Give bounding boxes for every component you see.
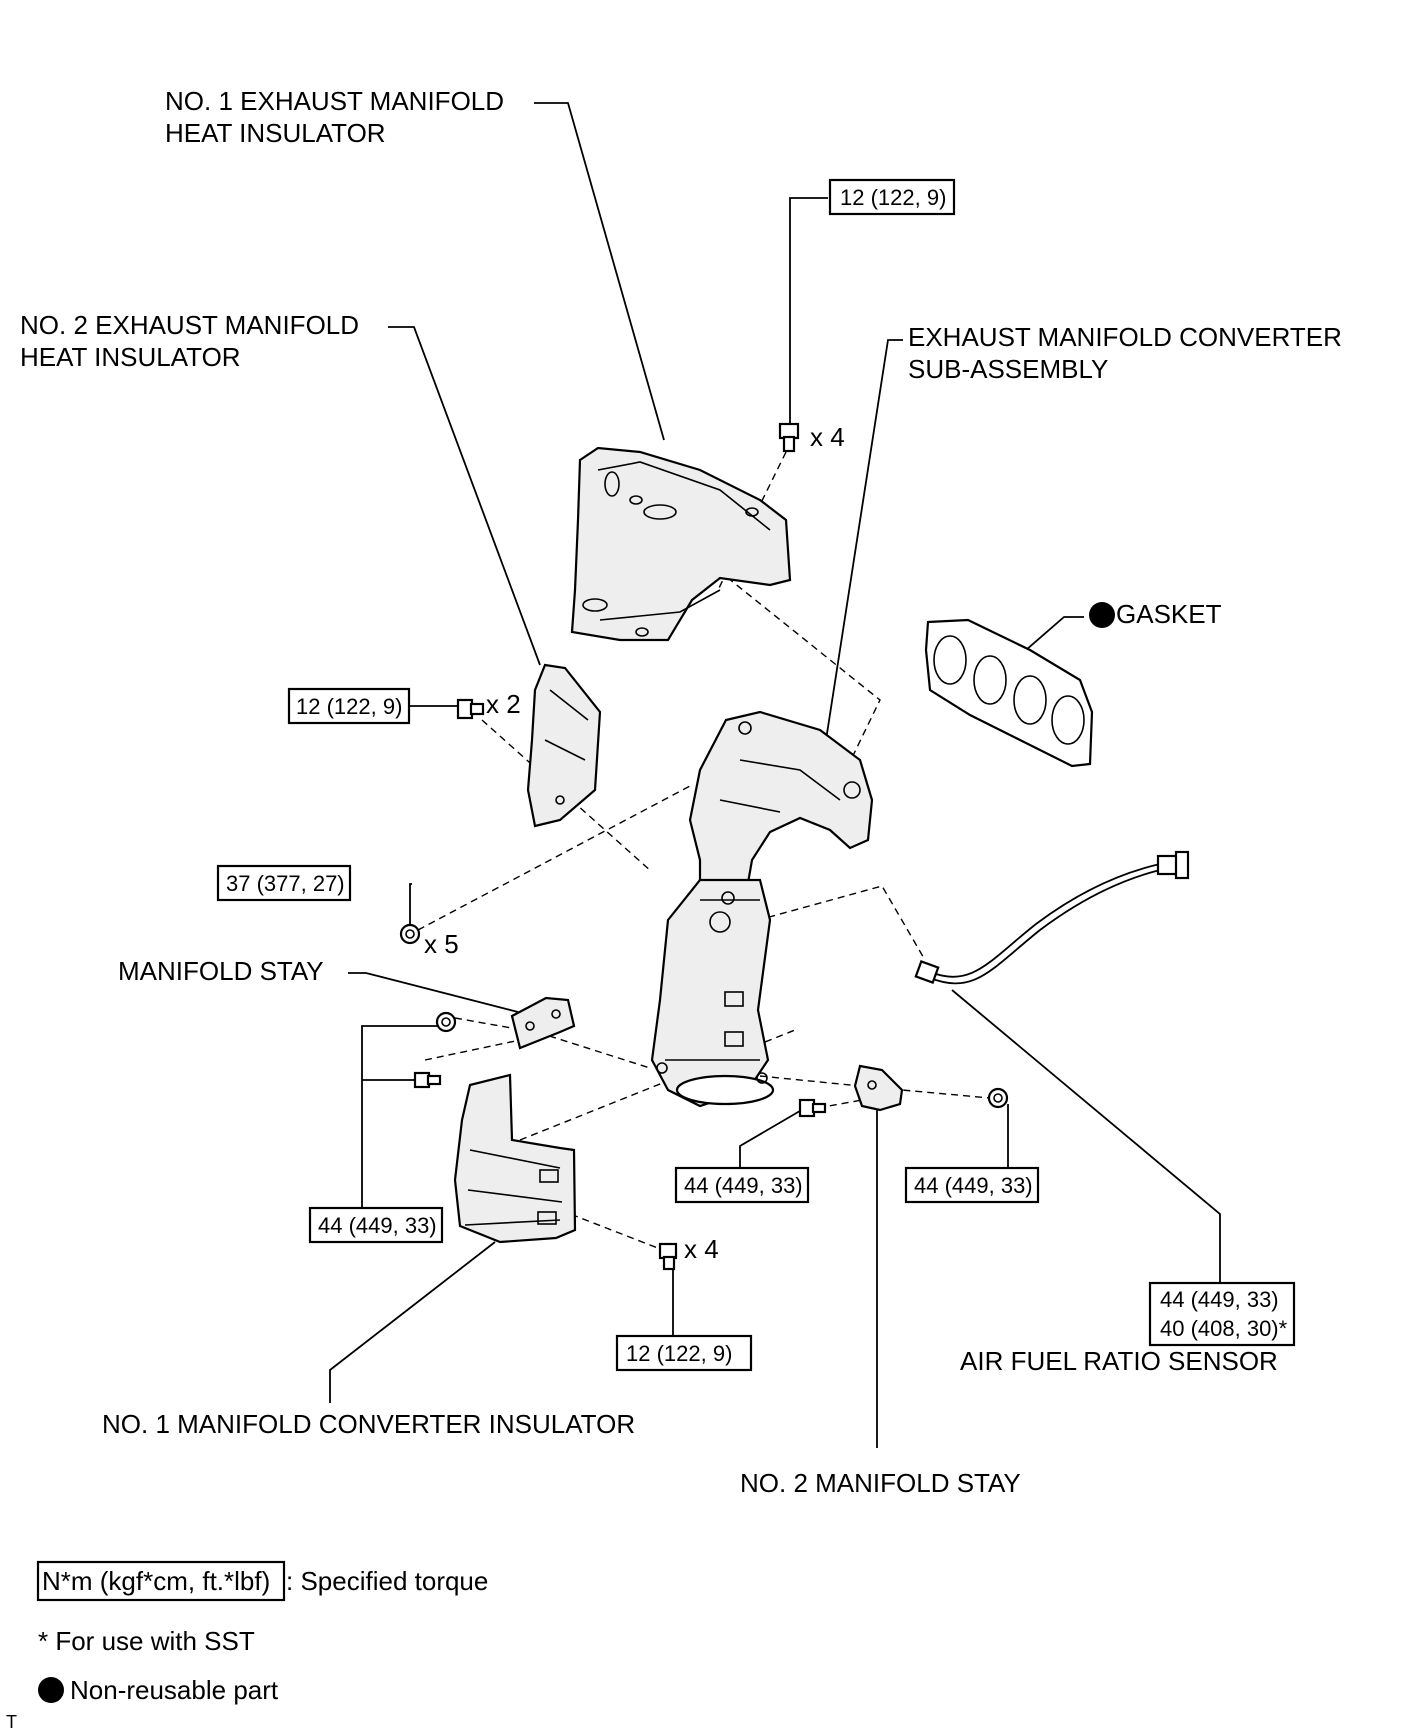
torque-no2: 12 (122, 9)	[296, 694, 402, 719]
torque-stay2-nut: 44 (449, 33)	[914, 1173, 1033, 1198]
nut-stay2-icon	[987, 1087, 1009, 1109]
leader-no1-converter-insulator	[329, 1241, 496, 1403]
bolt-top-icon	[778, 422, 800, 453]
torque-box-top	[828, 178, 956, 216]
qty-converter-nuts: x 5	[424, 929, 459, 959]
leader-torque-stay-left	[361, 1025, 442, 1212]
torque-stay-left: 44 (449, 33)	[318, 1213, 437, 1238]
qty-lower-bolts: x 4	[684, 1234, 719, 1264]
label-air-fuel-ratio-sensor: AIR FUEL RATIO SENSOR	[960, 1346, 1278, 1376]
torque-sensor-line2: 40 (408, 30)*	[1160, 1316, 1288, 1341]
legend-non-reusable-icon	[38, 1677, 64, 1703]
leader-torque-converter-nuts	[409, 883, 412, 930]
dash-insulator-to-converter	[717, 569, 881, 771]
torque-converter-nuts: 37 (377, 27)	[226, 871, 345, 896]
no1-converter-insulator-part	[453, 1073, 577, 1244]
label-no2-heat-insulator-line1: NO. 2 EXHAUST MANIFOLD	[20, 310, 359, 340]
torque-lower-bolts: 12 (122, 9)	[626, 1341, 732, 1366]
torque-sensor-line1: 44 (449, 33)	[1160, 1287, 1279, 1312]
legend-torque-unit: N*m (kgf*cm, ft.*lbf)	[42, 1566, 270, 1596]
no1-heat-insulator-part	[570, 446, 792, 642]
label-gasket: GASKET	[1116, 599, 1222, 629]
leader-no1-heat-insulator	[534, 102, 665, 441]
legend-non-reusable: Non-reusable part	[70, 1675, 279, 1705]
legend-torque-box	[36, 1560, 286, 1602]
label-manifold-stay: MANIFOLD STAY	[118, 956, 324, 986]
label-no1-heat-insulator-line2: HEAT INSULATOR	[165, 118, 386, 148]
label-converter-line2: SUB-ASSEMBLY	[908, 354, 1108, 384]
torque-box-stay2-bolt	[674, 1166, 810, 1204]
torque-stay2-bolt: 44 (449, 33)	[684, 1173, 803, 1198]
bolt-lower-insulator-icon	[658, 1242, 678, 1271]
nut-stay-left-icon	[435, 1011, 457, 1033]
leader-sensor	[951, 989, 1221, 1283]
dash-sensor	[721, 885, 926, 961]
torque-box-stay2-nut	[904, 1166, 1040, 1204]
nut-converter-icon	[399, 923, 421, 945]
leader-manifold-stay	[348, 972, 519, 1013]
air-fuel-ratio-sensor-part	[914, 850, 1190, 985]
non-reusable-mark-icon	[1089, 602, 1115, 628]
torque-box-lower-bolts	[615, 1334, 753, 1372]
leader-gasket	[1025, 616, 1084, 651]
torque-top: 12 (122, 9)	[840, 185, 946, 210]
leader-torque-top	[789, 197, 828, 424]
legend-sst-note: * For use with SST	[38, 1626, 255, 1656]
legend-torque-desc: : Specified torque	[286, 1566, 488, 1596]
manifold-stay-part	[510, 996, 576, 1050]
leader-converter	[825, 339, 903, 741]
torque-box-converter-nuts	[216, 864, 352, 902]
leader-torque-stay2-bolt	[739, 1107, 806, 1170]
qty-no2-bolts: x 2	[486, 689, 521, 719]
dash-nuts-to-converter	[417, 785, 691, 931]
no2-manifold-stay-part	[853, 1064, 904, 1112]
label-no1-converter-insulator: NO. 1 MANIFOLD CONVERTER INSULATOR	[102, 1409, 635, 1439]
label-converter-line1: EXHAUST MANIFOLD CONVERTER	[908, 322, 1342, 352]
no2-heat-insulator-part	[526, 663, 602, 828]
corner-mark: T	[6, 1712, 17, 1732]
torque-box-sensor	[1148, 1281, 1296, 1347]
converter-part	[650, 710, 874, 1108]
bolt-no2-icon	[456, 698, 485, 720]
bolt-stay-left-icon	[413, 1071, 442, 1089]
torque-box-no2	[287, 687, 411, 725]
torque-box-stay-left	[308, 1206, 444, 1244]
bolt-stay2-icon	[798, 1098, 827, 1118]
leader-no2-heat-insulator	[388, 326, 541, 666]
label-no2-manifold-stay: NO. 2 MANIFOLD STAY	[740, 1468, 1021, 1498]
gasket-part	[924, 618, 1094, 768]
label-no1-heat-insulator-line1: NO. 1 EXHAUST MANIFOLD	[165, 86, 504, 116]
qty-top-bolts: x 4	[810, 422, 845, 452]
label-no2-heat-insulator-line2: HEAT INSULATOR	[20, 342, 241, 372]
